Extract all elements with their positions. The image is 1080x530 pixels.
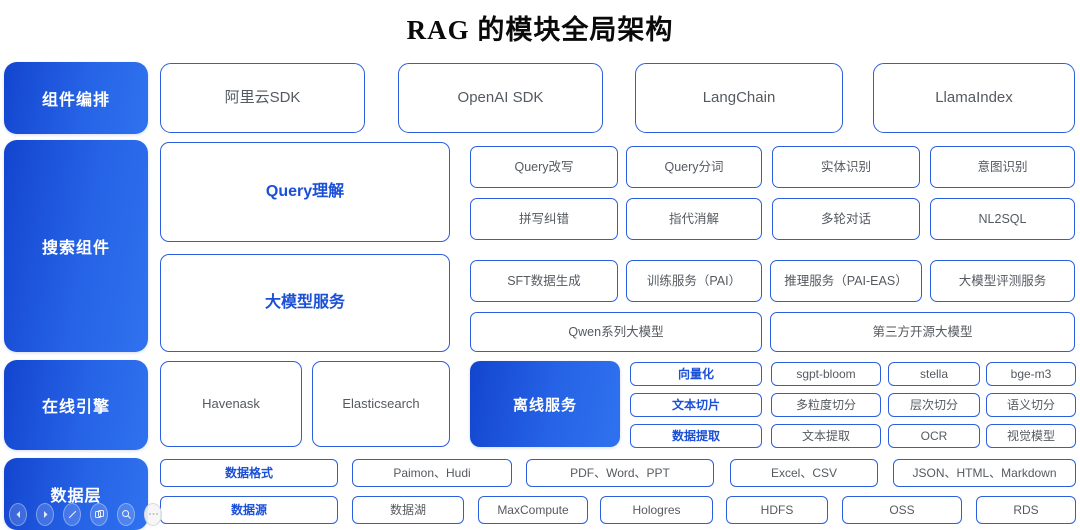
query-understanding-item-0-3[interactable]: 意图识别 xyxy=(930,146,1075,188)
data-source-item-1[interactable]: MaxCompute xyxy=(478,496,588,524)
query-understanding-item-1-3[interactable]: NL2SQL xyxy=(930,198,1075,240)
query-understanding-item-0-1[interactable]: Query分词 xyxy=(626,146,762,188)
copy-icon[interactable] xyxy=(90,502,108,526)
llm-service-header[interactable]: 大模型服务 xyxy=(160,254,450,352)
data-format-item-2[interactable]: Excel、CSV xyxy=(730,459,878,487)
offline-item-1-0[interactable]: 多粒度切分 xyxy=(771,393,881,417)
orchestration-item-1[interactable]: OpenAI SDK xyxy=(398,63,603,133)
data-source-item-0[interactable]: 数据湖 xyxy=(352,496,464,524)
data-source-item-3[interactable]: HDFS xyxy=(726,496,828,524)
data-format-item-3[interactable]: JSON、HTML、Markdown xyxy=(893,459,1076,487)
query-understanding-item-1-0[interactable]: 拼写纠错 xyxy=(470,198,618,240)
page-title: RAG 的模块全局架构 xyxy=(406,15,674,45)
offline-item-2-0[interactable]: 文本提取 xyxy=(771,424,881,448)
pen-icon[interactable] xyxy=(63,502,81,526)
offline-row-label-1[interactable]: 文本切片 xyxy=(630,393,762,417)
offline-item-2-1[interactable]: OCR xyxy=(888,424,980,448)
data-source-item-4[interactable]: OSS xyxy=(842,496,962,524)
back-icon[interactable] xyxy=(9,502,27,526)
offline-row-label-0[interactable]: 向量化 xyxy=(630,362,762,386)
orchestration-item-2[interactable]: LangChain xyxy=(635,63,843,133)
query-understanding-item-0-0[interactable]: Query改写 xyxy=(470,146,618,188)
more-icon[interactable] xyxy=(144,502,162,526)
data-layer-row-label-0[interactable]: 数据格式 xyxy=(160,459,338,487)
llm-service-item-0-3[interactable]: 大模型评测服务 xyxy=(930,260,1075,302)
offline-item-1-1[interactable]: 层次切分 xyxy=(888,393,980,417)
layer-label-search-components[interactable]: 搜索组件 xyxy=(4,140,148,352)
offline-item-0-0[interactable]: sgpt-bloom xyxy=(771,362,881,386)
llm-service-item-0-2[interactable]: 推理服务（PAI-EAS） xyxy=(770,260,922,302)
data-format-item-1[interactable]: PDF、Word、PPT xyxy=(526,459,714,487)
floating-toolbar xyxy=(2,500,162,528)
layer-label-orchestration[interactable]: 组件编排 xyxy=(4,62,148,134)
offline-item-2-2[interactable]: 视觉模型 xyxy=(986,424,1076,448)
data-layer-row-label-1[interactable]: 数据源 xyxy=(160,496,338,524)
offline-item-0-1[interactable]: stella xyxy=(888,362,980,386)
offline-item-1-2[interactable]: 语义切分 xyxy=(986,393,1076,417)
llm-service-item-0-1[interactable]: 训练服务（PAI） xyxy=(626,260,762,302)
forward-icon[interactable] xyxy=(36,502,54,526)
data-source-item-5[interactable]: RDS xyxy=(976,496,1076,524)
orchestration-item-3[interactable]: LlamaIndex xyxy=(873,63,1075,133)
offline-service-header[interactable]: 离线服务 xyxy=(470,361,620,447)
llm-service-item-0-0[interactable]: SFT数据生成 xyxy=(470,260,618,302)
query-understanding-item-0-2[interactable]: 实体识别 xyxy=(772,146,920,188)
llm-service-item-1-1[interactable]: 第三方开源大模型 xyxy=(770,312,1075,352)
orchestration-item-0[interactable]: 阿里云SDK xyxy=(160,63,365,133)
data-format-item-0[interactable]: Paimon、Hudi xyxy=(352,459,512,487)
offline-row-label-2[interactable]: 数据提取 xyxy=(630,424,762,448)
data-source-item-2[interactable]: Hologres xyxy=(600,496,713,524)
query-understanding-header[interactable]: Query理解 xyxy=(160,142,450,242)
layer-label-online-engine[interactable]: 在线引擎 xyxy=(4,360,148,450)
query-understanding-item-1-2[interactable]: 多轮对话 xyxy=(772,198,920,240)
llm-service-item-1-0[interactable]: Qwen系列大模型 xyxy=(470,312,762,352)
offline-item-0-2[interactable]: bge-m3 xyxy=(986,362,1076,386)
search-icon[interactable] xyxy=(117,502,135,526)
query-understanding-item-1-1[interactable]: 指代消解 xyxy=(626,198,762,240)
online-engine-item-0[interactable]: Havenask xyxy=(160,361,302,447)
online-engine-item-1[interactable]: Elasticsearch xyxy=(312,361,450,447)
